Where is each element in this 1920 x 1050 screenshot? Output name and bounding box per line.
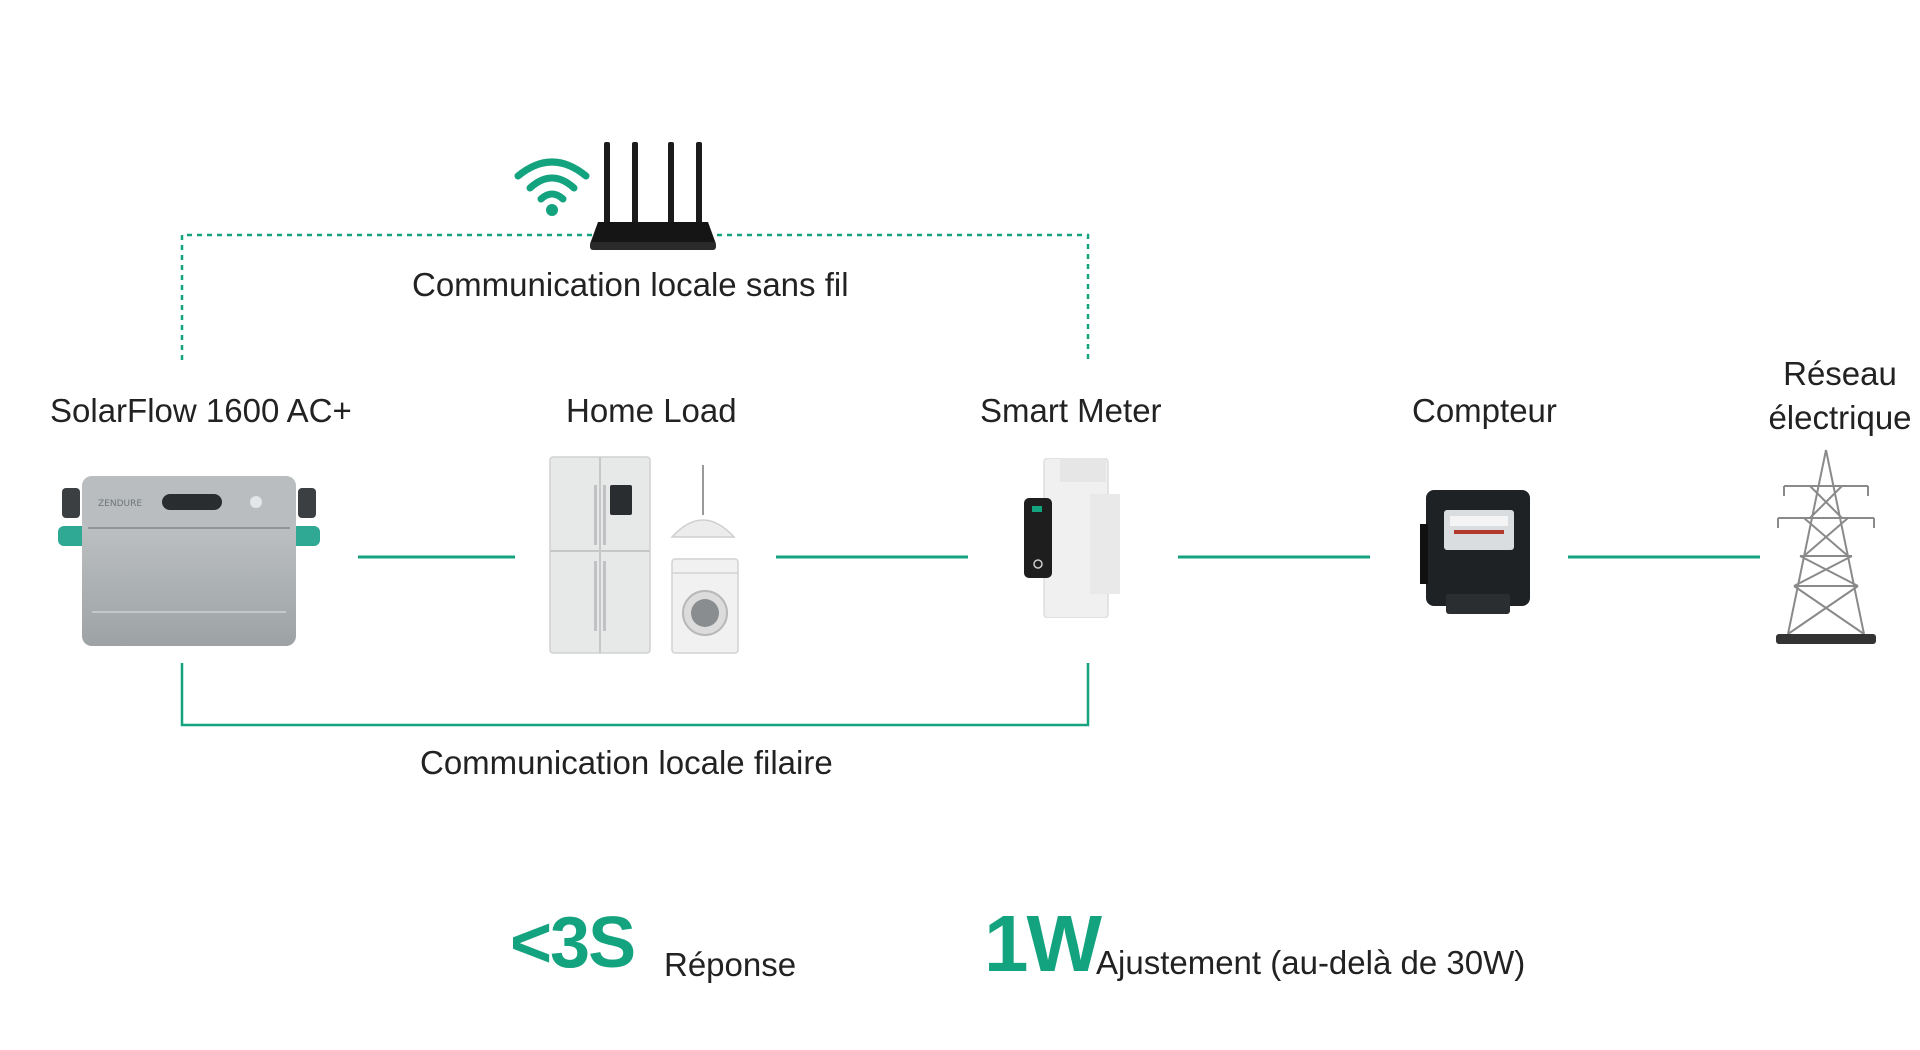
wireless-link-label: Communication locale sans fil [412,266,849,303]
appliances-icon [549,456,739,654]
device-label-grid: Réseau électrique [1760,352,1920,440]
device-label-solarflow: SolarFlow 1600 AC+ [50,392,352,429]
stat-adjustment-label: Ajustement (au-delà de 30W) [1096,944,1526,981]
stat-response-value: <3S [510,903,636,983]
device-label-grid-line2: électrique [1768,399,1912,436]
svg-text:ZENDURE: ZENDURE [98,499,142,509]
wired-link-line [180,663,1090,727]
stat-adjustment-value: 1W [984,899,1102,988]
stat-response-label: Réponse [664,946,797,983]
device-label-compteur: Compteur [1412,392,1557,429]
power-pylon-icon [1776,449,1876,644]
router-icon [590,142,716,250]
smart-meter-icon [1024,458,1120,618]
wired-link-label: Communication locale filaire [420,744,833,781]
device-label-grid-line1: Réseau [1783,355,1897,392]
battery-unit-icon: ZENDURE [58,476,320,646]
electric-meter-icon [1420,490,1530,614]
wireless-link-line [180,233,1090,360]
device-label-smart-meter: Smart Meter [980,392,1162,429]
wifi-icon [514,158,590,216]
device-label-home-load: Home Load [566,392,737,429]
